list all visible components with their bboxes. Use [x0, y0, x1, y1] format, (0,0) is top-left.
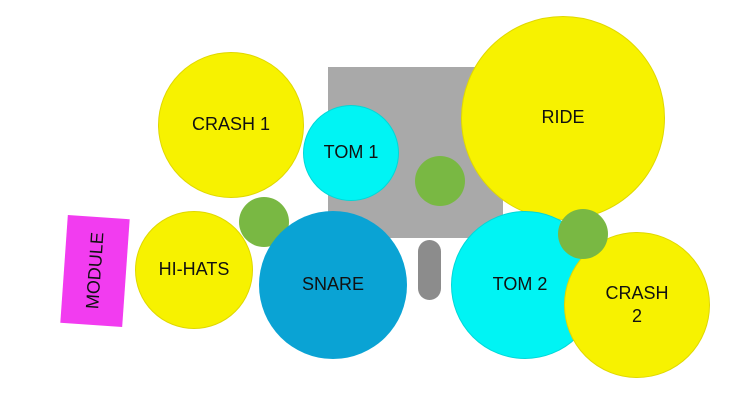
- tom-2-label: TOM 2: [492, 274, 548, 295]
- module-label: MODULE: [81, 231, 107, 311]
- tom-1[interactable]: TOM 1: [303, 105, 399, 201]
- pedal-marker-right: [558, 209, 608, 259]
- ride-cymbal[interactable]: RIDE: [461, 16, 665, 220]
- ride-label: RIDE: [541, 107, 585, 128]
- hi-hats-label: HI-HATS: [158, 259, 230, 280]
- crash-1-cymbal[interactable]: CRASH 1: [158, 52, 304, 198]
- crash-2-label: CRASH 2: [605, 282, 669, 326]
- snare-drum[interactable]: SNARE: [259, 211, 407, 359]
- drum-module[interactable]: MODULE: [60, 214, 130, 328]
- kick-pedal: [418, 240, 441, 300]
- snare-label: SNARE: [301, 274, 364, 295]
- tom-1-label: TOM 1: [323, 142, 379, 163]
- hi-hats-cymbal[interactable]: HI-HATS: [135, 211, 253, 329]
- crash-1-label: CRASH 1: [191, 114, 271, 135]
- pedal-marker-center: [415, 156, 465, 206]
